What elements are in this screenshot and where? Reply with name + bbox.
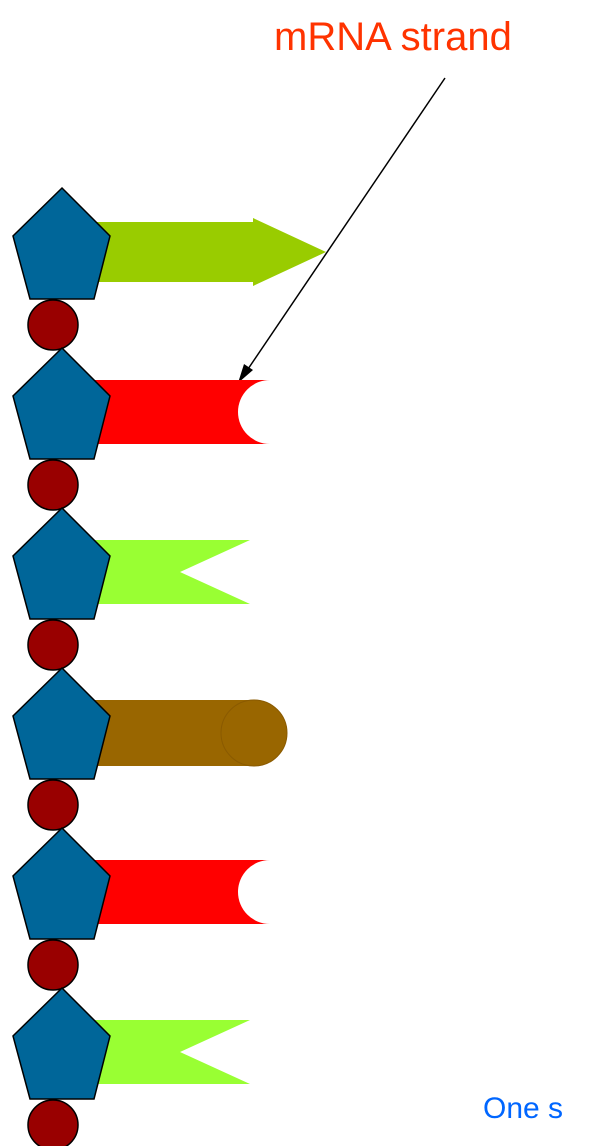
nitrogen-base bbox=[90, 1020, 250, 1084]
phosphate-circle bbox=[27, 619, 79, 671]
nitrogen-base bbox=[90, 380, 270, 444]
sugar-pentagon bbox=[12, 346, 111, 460]
phosphate-circle bbox=[27, 459, 79, 511]
nucleotide-chain bbox=[12, 186, 326, 1146]
sugar-pentagon bbox=[12, 666, 111, 780]
pointer-arrowhead bbox=[238, 364, 253, 383]
sugar-pentagon bbox=[12, 986, 111, 1100]
nucleotide bbox=[12, 186, 326, 351]
pointer-arrow bbox=[238, 77, 446, 383]
nucleotide bbox=[12, 826, 270, 991]
nucleotide bbox=[12, 346, 270, 511]
phosphate-circle bbox=[27, 939, 79, 991]
sugar-pentagon bbox=[12, 186, 111, 300]
nitrogen-base bbox=[90, 860, 270, 924]
nitrogen-base bbox=[90, 540, 250, 604]
base-round-cap bbox=[220, 699, 288, 767]
caption-text: One s bbox=[483, 1092, 563, 1125]
phosphate-circle bbox=[27, 1099, 79, 1146]
phosphate-circle bbox=[27, 779, 79, 831]
nucleotide bbox=[12, 986, 250, 1146]
sugar-pentagon bbox=[12, 826, 111, 940]
nitrogen-base bbox=[90, 222, 255, 282]
sugar-pentagon bbox=[12, 506, 111, 620]
nucleotide bbox=[12, 666, 288, 831]
diagram-title: mRNA strand bbox=[274, 15, 512, 59]
phosphate-circle bbox=[27, 299, 79, 351]
base-arrow-tip bbox=[253, 218, 326, 286]
nucleotide bbox=[12, 506, 250, 671]
